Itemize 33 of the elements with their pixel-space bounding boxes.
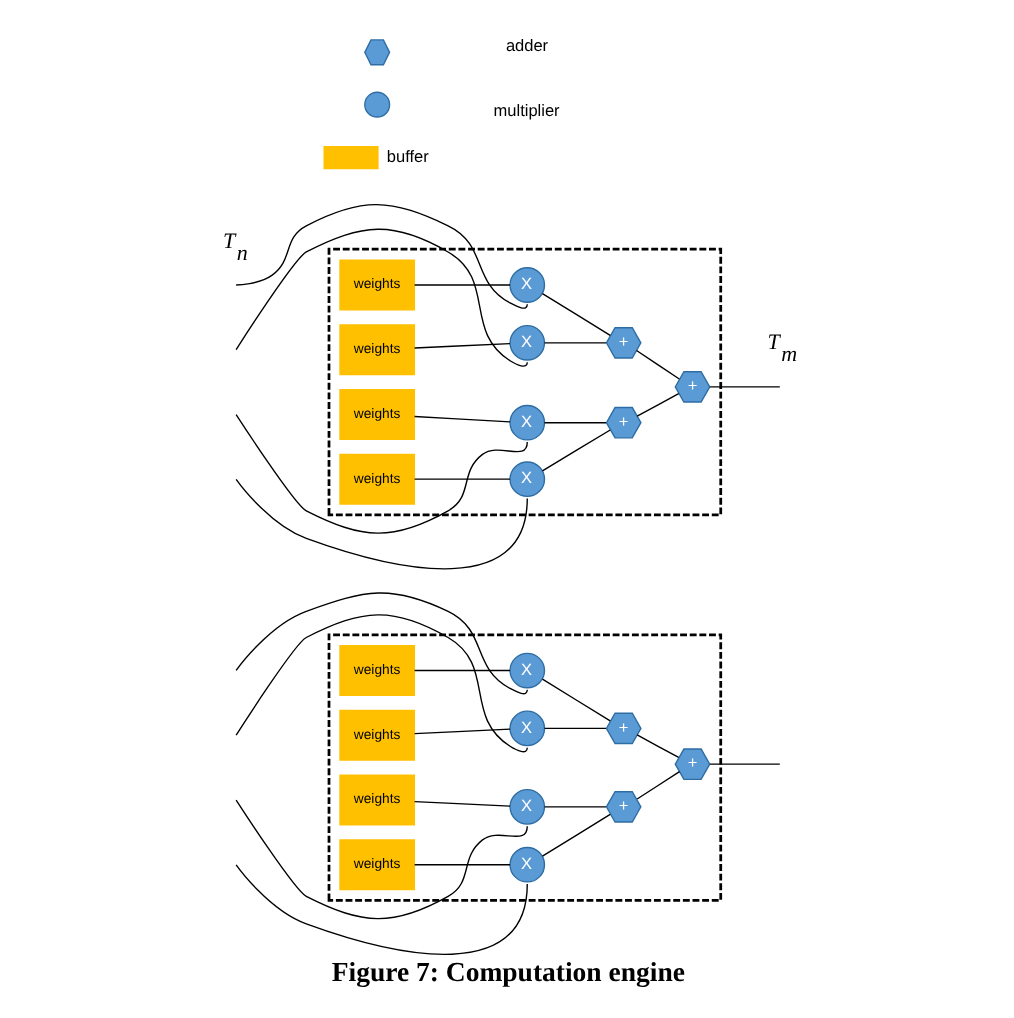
connector <box>234 864 527 955</box>
connector <box>634 349 679 380</box>
connector <box>540 813 610 857</box>
connector <box>412 415 510 423</box>
connector <box>542 342 606 344</box>
connector <box>412 801 510 807</box>
cluster <box>326 247 722 517</box>
connector <box>540 678 610 722</box>
connector <box>635 734 679 759</box>
connector <box>234 478 527 570</box>
connector <box>540 292 610 337</box>
connector <box>635 393 679 417</box>
connector <box>542 422 606 424</box>
connector <box>412 669 510 672</box>
connector <box>234 592 527 695</box>
connector <box>708 763 780 765</box>
connector <box>412 864 510 866</box>
connector <box>540 429 610 472</box>
connector <box>234 413 527 534</box>
connector <box>635 771 680 800</box>
connector <box>542 727 606 730</box>
connector <box>234 614 527 753</box>
connector <box>412 284 510 286</box>
connector <box>412 478 510 480</box>
connector <box>412 728 510 735</box>
caption: Figure 7: Computation engine <box>330 956 684 987</box>
connector <box>542 806 606 808</box>
connector <box>234 228 527 367</box>
connector <box>708 386 780 388</box>
connector <box>412 342 510 349</box>
cluster <box>326 633 722 902</box>
connector <box>234 203 527 309</box>
connector <box>234 799 527 920</box>
